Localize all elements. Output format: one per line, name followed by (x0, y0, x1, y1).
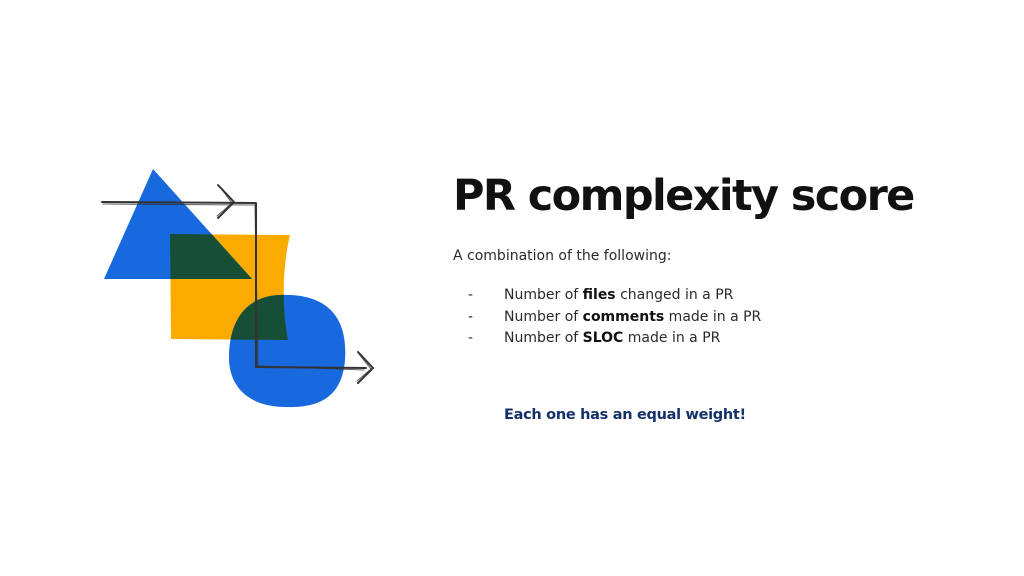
shapes-illustration (101, 169, 374, 408)
list-item-text-before: Number of (504, 330, 583, 346)
intro-text: A combination of the following: (453, 248, 672, 264)
list-marker: - (468, 287, 474, 303)
list-item: - Number of comments made in a PR (468, 307, 761, 329)
criteria-list: - Number of files changed in a PR - Number… (468, 285, 761, 350)
list-item-text-after: changed in a PR (615, 287, 734, 303)
list-item-keyword: SLOC (582, 330, 624, 346)
list-item-text-after: made in a PR (664, 308, 762, 325)
list-item-keyword: files (582, 287, 616, 303)
list-marker: - (468, 308, 474, 325)
list-item-text-before: Number of (504, 308, 583, 325)
list-item-keyword: comments (582, 308, 665, 325)
arrow-icon (101, 184, 374, 384)
overlap-triangle-square (170, 234, 252, 279)
list-marker: - (468, 330, 474, 346)
slide-title: PR complexity score (453, 171, 915, 221)
overlap-circle-square (228, 294, 290, 340)
list-item-text-after: made in a PR (623, 330, 721, 346)
list-item-text-before: Number of (504, 287, 583, 303)
emphasis-note: Each one has an equal weight! (504, 407, 746, 423)
list-item: - Number of SLOC made in a PR (468, 328, 761, 350)
list-item: - Number of files changed in a PR (468, 285, 761, 307)
